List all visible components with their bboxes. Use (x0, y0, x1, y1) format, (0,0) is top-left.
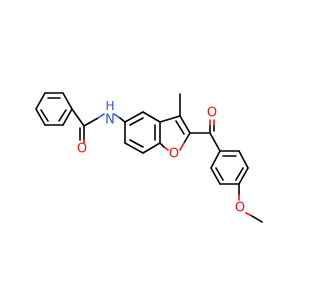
bond (210, 150, 221, 169)
bond (129, 139, 144, 148)
bond (163, 146, 169, 151)
bond (83, 117, 99, 127)
bond (175, 120, 185, 135)
ether-oxygen-label: O (235, 201, 245, 216)
bond (35, 108, 46, 126)
bond (124, 142, 144, 154)
bond (71, 108, 85, 127)
furan-ring (159, 115, 191, 151)
bond (183, 132, 191, 144)
bond (113, 113, 121, 119)
amide-oxygen-label: O (77, 142, 87, 157)
bond (58, 109, 67, 122)
phenyl-ring-left (35, 92, 73, 126)
bond (179, 142, 185, 151)
bond (119, 117, 126, 123)
bond (62, 92, 73, 110)
bond (142, 111, 161, 123)
bond (238, 167, 249, 185)
bond (159, 142, 165, 148)
bond (35, 92, 46, 110)
methoxyphenyl-ring (210, 150, 249, 185)
bond (210, 167, 221, 185)
bond (97, 113, 105, 119)
bond (129, 117, 144, 126)
furan-oxygen-label: O (169, 147, 179, 162)
molecule-structure: N H O O O O (35, 92, 263, 223)
amide-nitrogen-label: N (105, 113, 115, 128)
structure-drawing: N H O O O O (35, 92, 263, 223)
bond (245, 212, 253, 217)
bond (238, 150, 249, 169)
benzofuran-benzene-ring (124, 111, 161, 154)
ketone-oxygen-label: O (207, 106, 217, 121)
bond (142, 142, 161, 154)
bond (40, 109, 49, 122)
amide-hydrogen-label: H (105, 99, 114, 113)
bond (251, 215, 263, 223)
bond (235, 167, 244, 181)
bond (215, 167, 224, 181)
bond (62, 108, 73, 126)
bond (209, 132, 221, 152)
bond (179, 115, 191, 134)
bond (124, 111, 144, 123)
bond (159, 115, 181, 123)
